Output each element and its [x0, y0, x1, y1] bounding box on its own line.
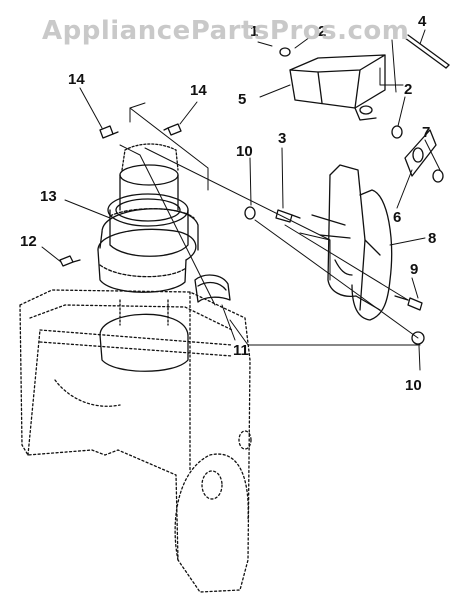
- callout-5: 5: [238, 91, 246, 108]
- leader-lines: [41, 29, 441, 371]
- chute-clip: [194, 274, 231, 303]
- callout-6: 6: [393, 209, 401, 226]
- callout-labels: 1 2 4 5 2 7 6 8 9 10 10 3 14 14 13 12 11: [20, 13, 436, 394]
- callout-1: 1: [250, 23, 258, 40]
- deflector-bracket: [289, 54, 386, 121]
- callout-10-left: 10: [236, 143, 253, 160]
- callout-11: 11: [233, 342, 249, 359]
- callout-7: 7: [422, 124, 430, 141]
- callout-3: 3: [278, 130, 286, 147]
- assembly-guide-lines: [119, 39, 421, 346]
- site-watermark: AppliancePartsPros.com: [42, 16, 410, 46]
- callout-4: 4: [418, 13, 427, 30]
- callout-2-top: 2: [318, 23, 326, 40]
- auger-housing: [19, 289, 252, 593]
- control-rod: [404, 34, 450, 69]
- callout-10-bottom: 10: [405, 377, 422, 394]
- callout-13: 13: [40, 188, 57, 205]
- chute-ring: [97, 143, 199, 293]
- spout-collar: [99, 299, 189, 372]
- callout-14-left: 14: [68, 71, 85, 88]
- callout-8: 8: [428, 230, 436, 247]
- callout-12: 12: [20, 233, 37, 250]
- callout-14-right: 14: [190, 82, 207, 99]
- callout-2-right: 2: [404, 81, 412, 98]
- adjustment-knob: [404, 129, 437, 177]
- hardware-parts: [59, 47, 444, 345]
- callout-9: 9: [410, 261, 418, 278]
- chute-deflector: [311, 164, 393, 321]
